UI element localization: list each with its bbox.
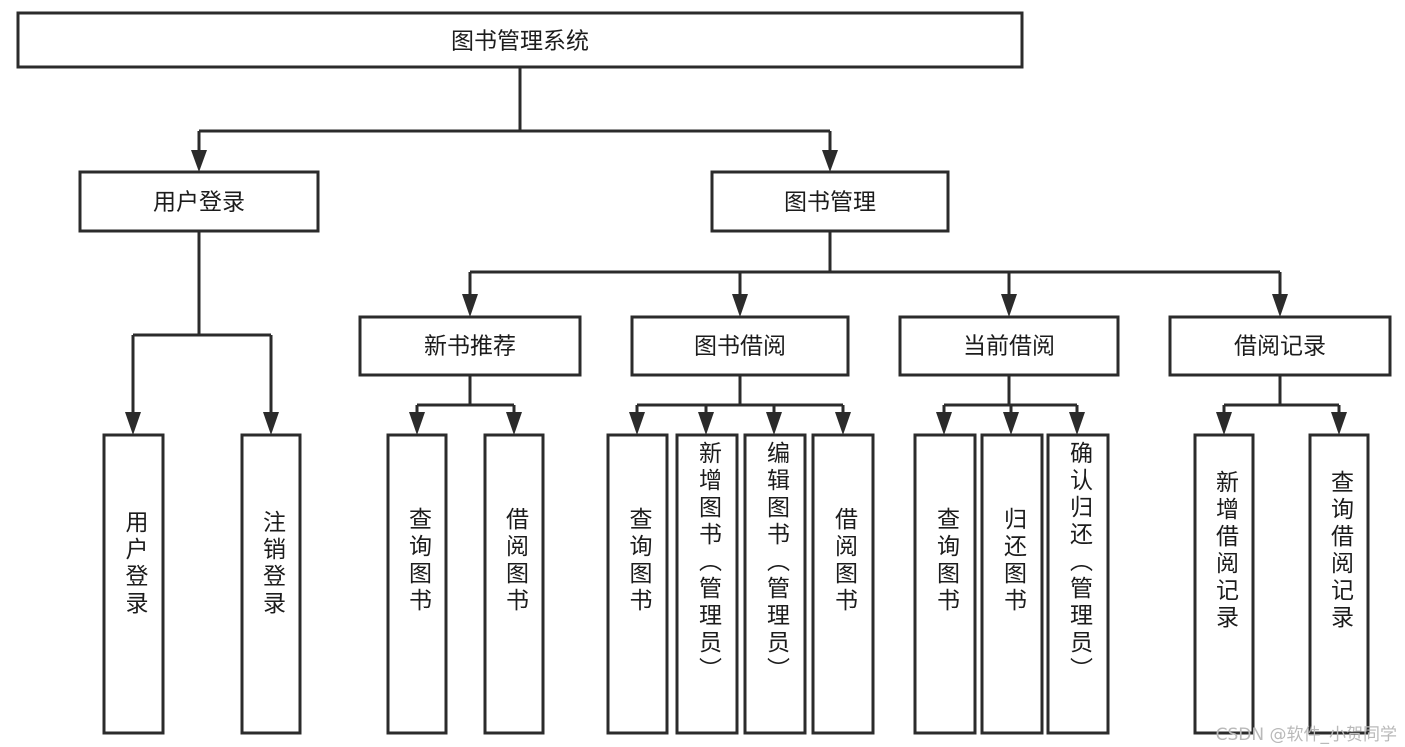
leaf-current-borrow-3[interactable]: 确认归还（管理员） [1046, 433, 1110, 735]
node-new-book-recommend[interactable]: 新书推荐 [358, 315, 582, 377]
node-book-borrow-label: 图书借阅 [694, 334, 786, 360]
arrowhead-user-login [191, 150, 207, 172]
leaf-new-book-2[interactable]: 借阅图书 [483, 433, 545, 735]
arrowhead-book-mgmt [822, 150, 838, 172]
leaf-borrow-record-2-label: 查询借阅记录 [1326, 470, 1353, 632]
leaf-book-borrow-3-label: 编辑图书（管理员） [762, 441, 789, 684]
arrowhead-book-borrow-leaf-3 [766, 412, 782, 435]
leaf-current-borrow-2-label: 归还图书 [999, 507, 1026, 615]
leaf-current-borrow-1-label: 查询图书 [932, 507, 959, 615]
arrowhead-new-book-leaf-2 [506, 412, 522, 435]
leaf-book-borrow-3[interactable]: 编辑图书（管理员） [743, 433, 807, 735]
arrowhead-new-book [462, 294, 478, 317]
leaf-book-borrow-1[interactable]: 查询图书 [606, 433, 669, 735]
node-current-borrow-label: 当前借阅 [963, 334, 1055, 360]
arrowhead-book-borrow-leaf-1 [629, 412, 645, 435]
node-borrow-record-label: 借阅记录 [1234, 334, 1326, 360]
arrowhead-borrow-record-leaf-1 [1216, 412, 1232, 435]
leaf-book-borrow-2-label: 新增图书（管理员） [694, 441, 721, 684]
leaf-new-book-2-label: 借阅图书 [501, 507, 528, 615]
node-root-label: 图书管理系统 [451, 29, 589, 55]
arrowhead-borrow-record [1272, 294, 1288, 317]
leaf-book-borrow-1-label: 查询图书 [625, 507, 651, 615]
arrowhead-user-login-leaf-1 [125, 412, 141, 435]
arrowhead-borrow-record-leaf-2 [1331, 412, 1347, 435]
leaf-book-borrow-4[interactable]: 借阅图书 [811, 433, 875, 735]
node-borrow-record[interactable]: 借阅记录 [1168, 315, 1392, 377]
arrowhead-book-borrow-leaf-2 [698, 412, 714, 435]
leaf-current-borrow-3-label: 确认归还（管理员） [1065, 441, 1092, 684]
leaf-borrow-record-2[interactable]: 查询借阅记录 [1308, 433, 1370, 735]
leaf-user-login-2[interactable]: 注销登录 [240, 433, 302, 735]
leaf-user-login-2-label: 注销登录 [258, 510, 285, 618]
node-root[interactable]: 图书管理系统 [16, 11, 1024, 69]
arrowhead-new-book-leaf-1 [409, 412, 425, 435]
watermark: CSDN @软件_小贺同学 [1215, 725, 1397, 745]
leaf-current-borrow-1[interactable]: 查询图书 [913, 433, 977, 735]
node-new-book-recommend-label: 新书推荐 [424, 334, 516, 360]
arrowhead-current-borrow-leaf-2 [1003, 412, 1019, 435]
arrowhead-current-borrow [1001, 294, 1017, 317]
leaf-user-login-1[interactable]: 用户登录 [102, 433, 165, 735]
node-book-management[interactable]: 图书管理 [710, 170, 950, 233]
leaf-book-borrow-4-label: 借阅图书 [830, 507, 857, 615]
leaf-user-login-1-label: 用户登录 [121, 510, 147, 618]
arrowhead-book-borrow [732, 294, 748, 317]
leaf-new-book-1-label: 查询图书 [404, 507, 431, 615]
node-user-login-label: 用户登录 [153, 190, 245, 216]
arrowhead-user-login-leaf-2 [263, 412, 279, 435]
connector-layer [125, 67, 1347, 435]
leaf-book-borrow-2[interactable]: 新增图书（管理员） [675, 433, 739, 735]
arrowhead-current-borrow-leaf-3 [1069, 412, 1085, 435]
node-current-borrow[interactable]: 当前借阅 [898, 315, 1120, 377]
node-book-borrow[interactable]: 图书借阅 [630, 315, 850, 377]
node-book-management-label: 图书管理 [784, 190, 876, 216]
leaf-new-book-1[interactable]: 查询图书 [386, 433, 448, 735]
leaf-borrow-record-1[interactable]: 新增借阅记录 [1193, 433, 1255, 735]
node-user-login[interactable]: 用户登录 [78, 170, 320, 233]
leaf-borrow-record-1-label: 新增借阅记录 [1211, 470, 1238, 632]
arrowhead-current-borrow-leaf-1 [936, 412, 952, 435]
leaf-current-borrow-2[interactable]: 归还图书 [980, 433, 1044, 735]
arrowhead-book-borrow-leaf-4 [835, 412, 851, 435]
